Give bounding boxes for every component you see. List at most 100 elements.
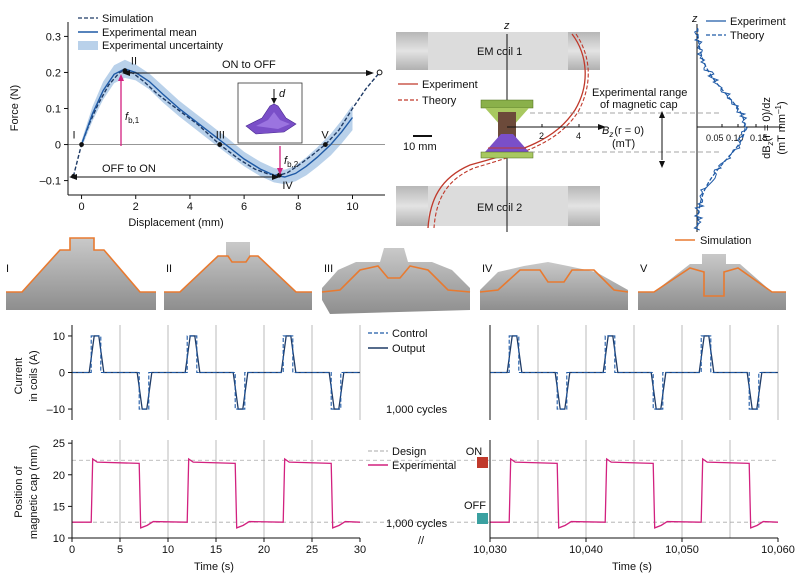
gradient-label-line2: (mT mm–1) [774,101,788,154]
purple-membrane [485,134,529,152]
current-control-line [490,335,778,410]
off-to-on-arrowhead-right [272,174,280,180]
time-xlabel-left: Time (s) [194,561,234,573]
force-xtick-label: 8 [295,201,301,213]
on-to-off-arrowhead-left [122,70,130,76]
force-xtick-label: 4 [187,201,193,213]
force-legend: Simulation Experimental mean Experimenta… [78,13,224,52]
off-to-on-arrowhead-left [69,174,77,180]
snapshot-2-outline [164,255,312,293]
em-coil-1-label: EM coil 1 [477,46,522,58]
state-point-V [322,142,328,147]
current-cycles-note: 1,000 cycles [386,404,448,416]
position-ytick-label: 15 [53,501,65,513]
snapshot-label-3: III [324,263,333,275]
experimental-mean-line [80,68,354,178]
legend-output: Output [392,343,425,355]
legend-uncertainty-swatch [78,41,98,50]
snapshot-5 [638,254,786,310]
em-coil-1-inner [428,32,568,70]
deformation-snapshots: Simulation I II III IV V [6,235,786,314]
gradient-label-line1: dBz(r = 0)/dz [761,97,775,159]
position-xtick-label: 15 [210,544,222,556]
state-point-I [79,142,84,147]
force-xtick-label: 6 [241,201,247,213]
snapshot-5-outline [638,267,786,297]
current-ylabel-2: in coils (A) [28,350,40,401]
z-axis-label: z [503,20,510,32]
snapshot-3 [321,248,471,314]
snapshot-3-outline [321,265,471,293]
snapshot-2-body [164,242,312,310]
state-label-III: III [216,130,225,142]
fb1-label: fb,1 [125,111,140,125]
bz-tick-2: 2 [539,131,544,141]
legend-experimental: Experimental [392,460,456,472]
top-cap [480,99,534,109]
current-ytick-label: 10 [53,331,65,343]
inset-d-label: d [279,88,286,100]
legend-design: Design [392,446,426,458]
position-xtick-label: 10,040 [569,544,603,556]
fb2-label: fb,2 [284,155,299,169]
inset-arrowhead [271,98,277,104]
position-design-lines [72,459,778,523]
coil-field-diagram: EM coil 1 EM coil 2 z Experiment Theory … [396,20,720,232]
legend-grad-theory: Theory [730,30,765,42]
force-xtick-label: 2 [133,201,139,213]
snapshot-4-body [480,262,628,310]
force-barrier-markers: fb,1 fb,2 [118,74,299,175]
current-lines [72,335,778,410]
bz-tick-4: 4 [576,131,581,141]
bz-axis-arrowhead [598,124,606,130]
position-xtick-label: 10 [162,544,174,556]
position-xtick-label: 5 [117,544,123,556]
position-ytick-label: 25 [53,438,65,450]
gradient-tick-label-3: 0.15 [750,133,768,143]
position-xtick-label: 20 [258,544,270,556]
snapshot-3-body [322,248,470,314]
legend-experiment: Experiment [422,79,478,91]
bz-unit: (mT) [612,138,635,150]
snapshot-label-1: I [6,263,9,275]
state-point-III [217,142,223,147]
em-coil-2-label: EM coil 2 [477,202,522,214]
dome-highlight [256,112,290,129]
position-ylabel-2: magnetic cap (mm) [28,445,40,539]
gradient-experiment-curve [693,27,748,231]
force-xtick-label: 10 [346,201,358,213]
legend-grad-exp: Experiment [730,16,786,28]
force-ytick-label: –0.1 [40,176,61,188]
snapshot-4-outline [479,269,629,293]
force-ytick-label: 0.2 [46,67,61,79]
gradient-tick-label-1: 0.05 [706,133,724,143]
transition-arrows: ON to OFF OFF to ON [69,59,374,180]
snapshot-4 [479,262,629,310]
force-ytick-label: 0.1 [46,104,61,116]
on-to-off-arrowhead-right [366,70,374,76]
field-gradient-chart: z 0.05 0.10 0.15 Experiment Theory dBz(r… [691,13,788,232]
range-label-line1: Experimental range [592,87,687,99]
state-label-V: V [321,130,329,142]
legend-uncertainty: Experimental uncertainty [102,40,224,52]
force-xtick-label: 0 [78,201,84,213]
position-experimental-line [490,457,779,529]
legend-simulation: Simulation [102,13,153,25]
position-xtick-label: 30 [354,544,366,556]
snapshot-1-body [6,238,156,310]
actuator-device [480,99,534,159]
base-plate [480,151,534,159]
legend-exp-mean: Experimental mean [102,27,197,39]
on-to-off-label: ON to OFF [222,59,276,71]
snapshot-1 [6,237,156,310]
snapshot-2 [164,242,312,310]
simulation-line [72,69,381,177]
off-label: OFF [464,500,486,512]
off-to-on-label: OFF to ON [102,163,156,175]
snapshot-1-outline [6,237,156,293]
on-label: ON [466,446,483,458]
